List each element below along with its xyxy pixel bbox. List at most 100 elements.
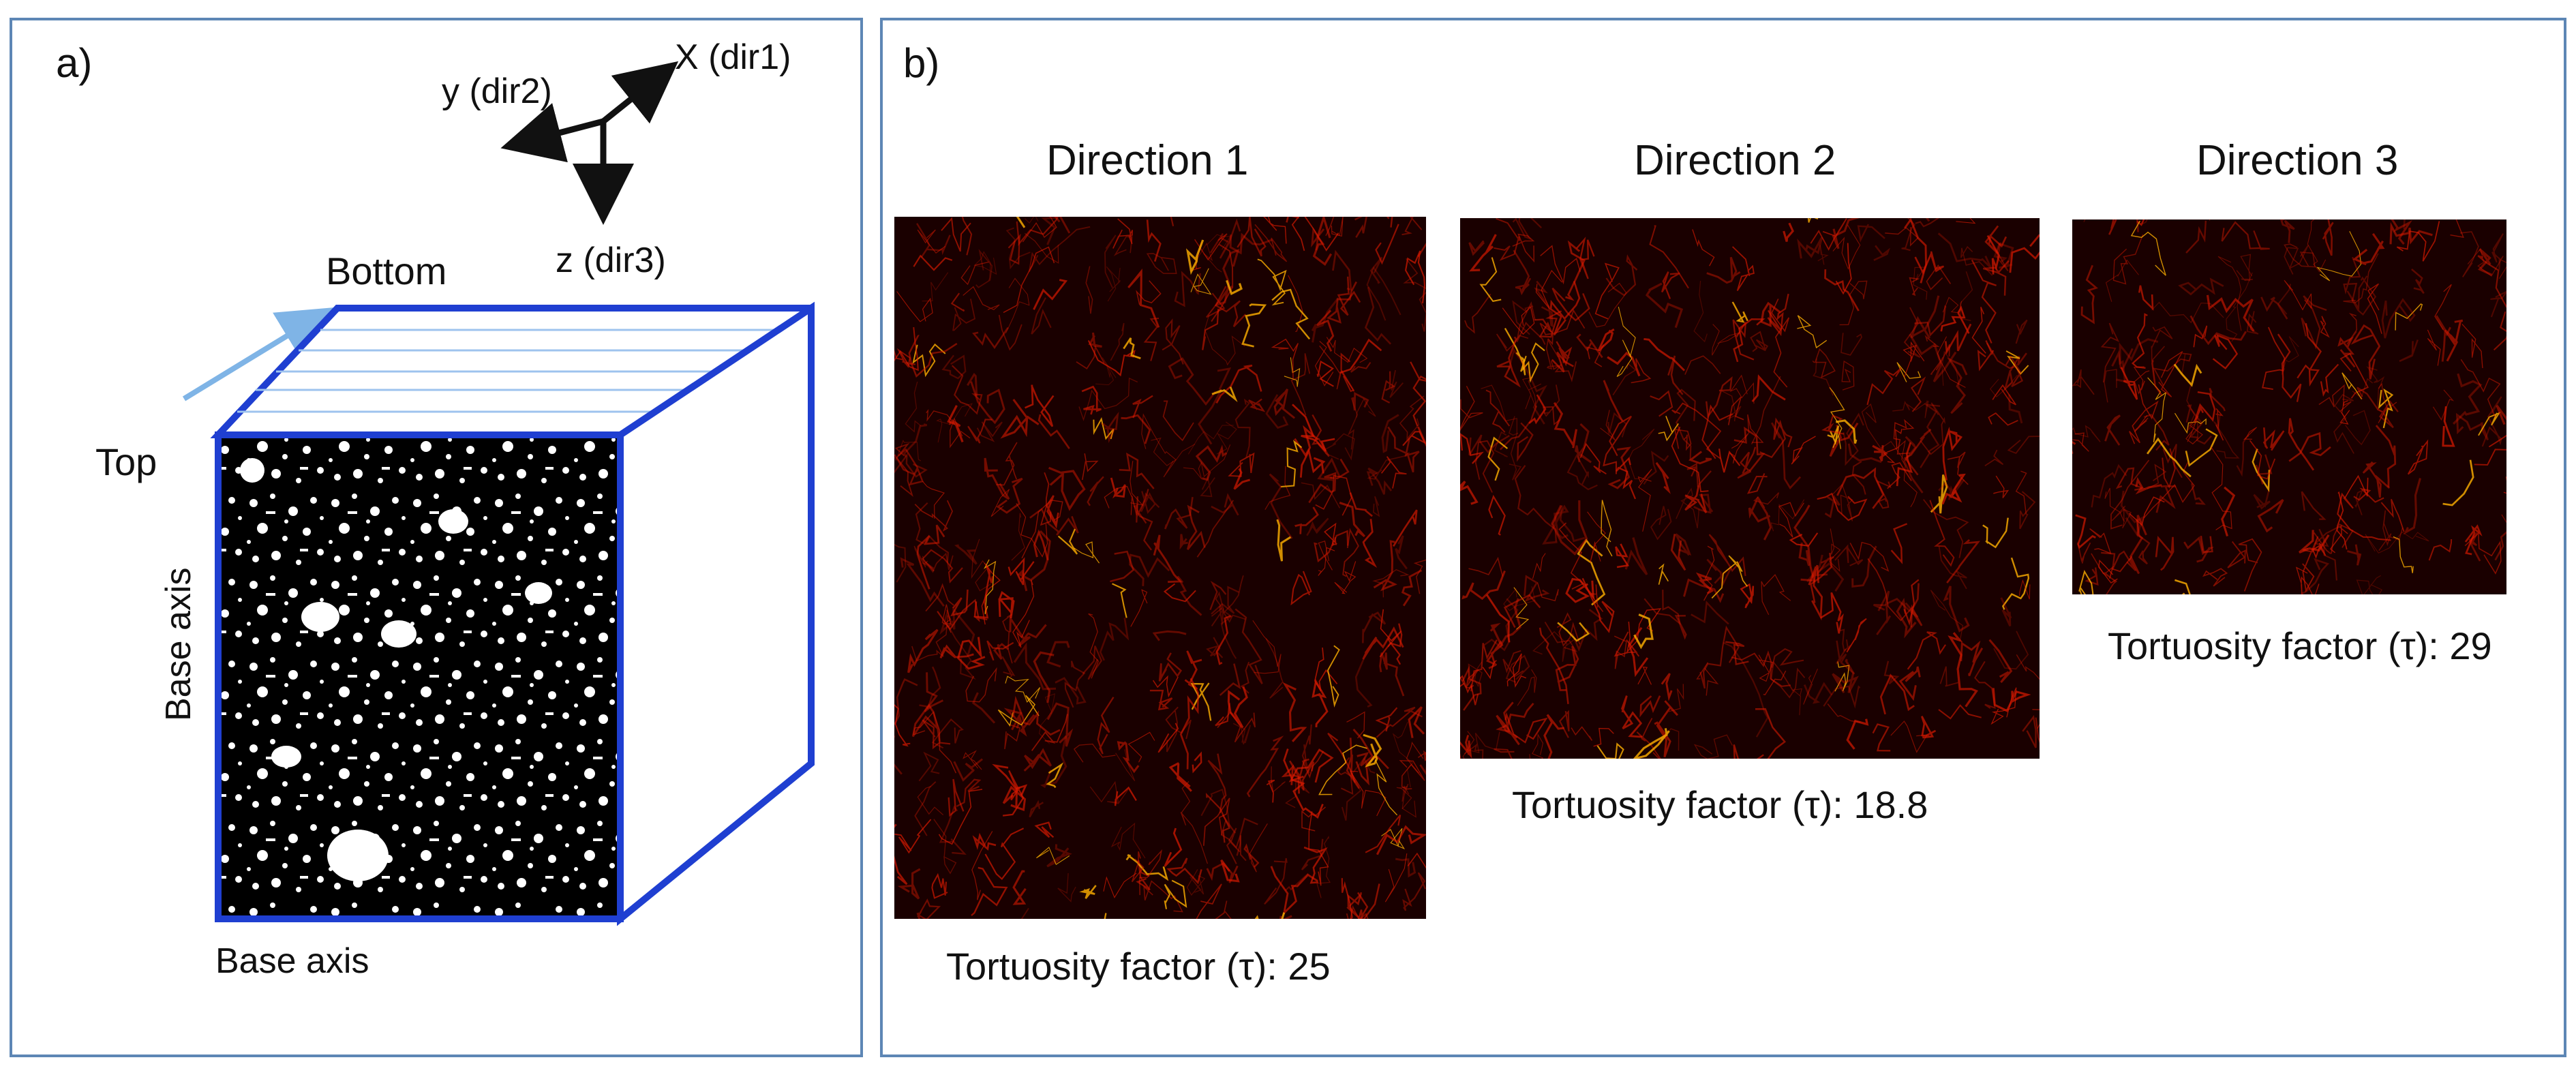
heat-strand [1166, 858, 1202, 885]
heat-strand [2089, 528, 2112, 555]
heat-strand [992, 763, 1028, 796]
heat-strand [1603, 415, 1632, 474]
heat-strand [1020, 907, 1029, 919]
heat-strand [2442, 406, 2455, 447]
heat-strand [1110, 822, 1146, 859]
heat-strand [1460, 735, 1472, 759]
heat-strand [1590, 584, 1604, 612]
heat-strand [1373, 540, 1397, 592]
heat-strand [1399, 395, 1425, 441]
heat-strand [2178, 277, 2224, 296]
heat-strand [1301, 482, 1341, 509]
heat-strand [2427, 329, 2441, 366]
heat-strand [1460, 669, 1479, 689]
heat-strand [1266, 779, 1275, 803]
heat-strand [1308, 811, 1329, 886]
heat-strand [972, 327, 1009, 350]
heat-strand [1112, 218, 1133, 249]
heat-strand [1654, 700, 1678, 758]
heat-strand [1551, 504, 1586, 543]
heat-strand [2080, 264, 2098, 324]
heat-strand [1808, 564, 1823, 621]
heat-strand [951, 365, 983, 415]
heat-strand [1132, 395, 1153, 419]
heat-strand [1406, 741, 1424, 774]
heat-strand [2101, 550, 2136, 572]
heat-strand [2206, 294, 2255, 332]
heat-strand [1549, 281, 1581, 336]
heat-strand [996, 477, 1023, 514]
heat-strand [2411, 268, 2425, 294]
heat-strand [2077, 542, 2091, 564]
heat-strand [2336, 491, 2348, 550]
heat-strand [2494, 531, 2506, 561]
heat-strand [1733, 318, 1766, 363]
heat-strand [1607, 351, 1641, 377]
heat-strand [919, 666, 941, 710]
heat-strand [1948, 632, 1978, 708]
heat-strand [1215, 615, 1231, 665]
heat-strand [1369, 256, 1383, 284]
panel-b-label: b) [903, 40, 940, 86]
heat-strand [1479, 257, 1502, 303]
heat-strand [1013, 642, 1057, 691]
heat-strand [1637, 468, 1652, 532]
heat-strand [1759, 417, 1793, 459]
heat-strand [1942, 427, 1963, 481]
heat-strand [2243, 427, 2257, 440]
heat-strand [1650, 506, 1672, 541]
heat-strand [1712, 324, 1741, 356]
heat-strand [1168, 357, 1217, 406]
heat-strand [1684, 355, 1721, 375]
heat-strand [1731, 650, 1791, 687]
heat-strand [2314, 526, 2339, 581]
heat-strand [1643, 337, 1686, 371]
heat-strand [1496, 336, 1521, 388]
heat-strand [1898, 666, 1921, 701]
heat-strand [1915, 218, 1940, 228]
heat-strand [952, 299, 976, 331]
heat-strand [1376, 825, 1426, 855]
heat-strand [1464, 743, 1484, 759]
heat-strand [1761, 574, 1791, 616]
heat-strand [2221, 221, 2270, 250]
heat-strand [2378, 382, 2397, 423]
heat-strand [1783, 222, 1794, 242]
heat-strand [2288, 418, 2315, 471]
heat-strand [1380, 456, 1407, 489]
heat-strand [1824, 494, 1840, 519]
heat-strand [1711, 555, 1748, 599]
heat-strand [1207, 753, 1227, 814]
heat-strand [1828, 528, 1841, 573]
direction-3-tortuosity: Tortuosity factor (τ): 29 [2108, 624, 2492, 667]
heat-strand [1151, 437, 1196, 466]
heat-strand [1792, 688, 1802, 716]
heat-strand [1033, 529, 1049, 561]
heat-strand [1631, 358, 1652, 384]
heat-strand [1691, 601, 1729, 625]
heat-strand [897, 868, 921, 900]
heat-strand [1815, 556, 1834, 577]
heat-strand [1835, 640, 1855, 675]
heat-strand [1306, 517, 1329, 536]
heat-strand [2183, 536, 2215, 563]
heat-strand [1073, 541, 1100, 564]
heat-strand [1226, 828, 1241, 864]
heat-strand [1115, 749, 1136, 782]
heat-strand [2493, 311, 2506, 351]
heat-strand [2339, 352, 2369, 399]
heat-strand [922, 552, 954, 573]
heat-strand [1798, 542, 1810, 566]
heat-strand [1040, 472, 1052, 526]
heat-strand [1812, 348, 1836, 379]
heat-strand [2078, 570, 2094, 594]
heat-strand [1674, 615, 1687, 640]
heat-strand [1558, 710, 1570, 738]
heat-strand [1234, 608, 1263, 684]
heat-strand [1010, 221, 1020, 265]
heat-strand [1755, 708, 1787, 759]
heat-strand [1206, 862, 1239, 883]
heat-strand [1901, 218, 1916, 252]
heat-strand [1840, 333, 1862, 356]
heat-strand [1770, 661, 1806, 699]
